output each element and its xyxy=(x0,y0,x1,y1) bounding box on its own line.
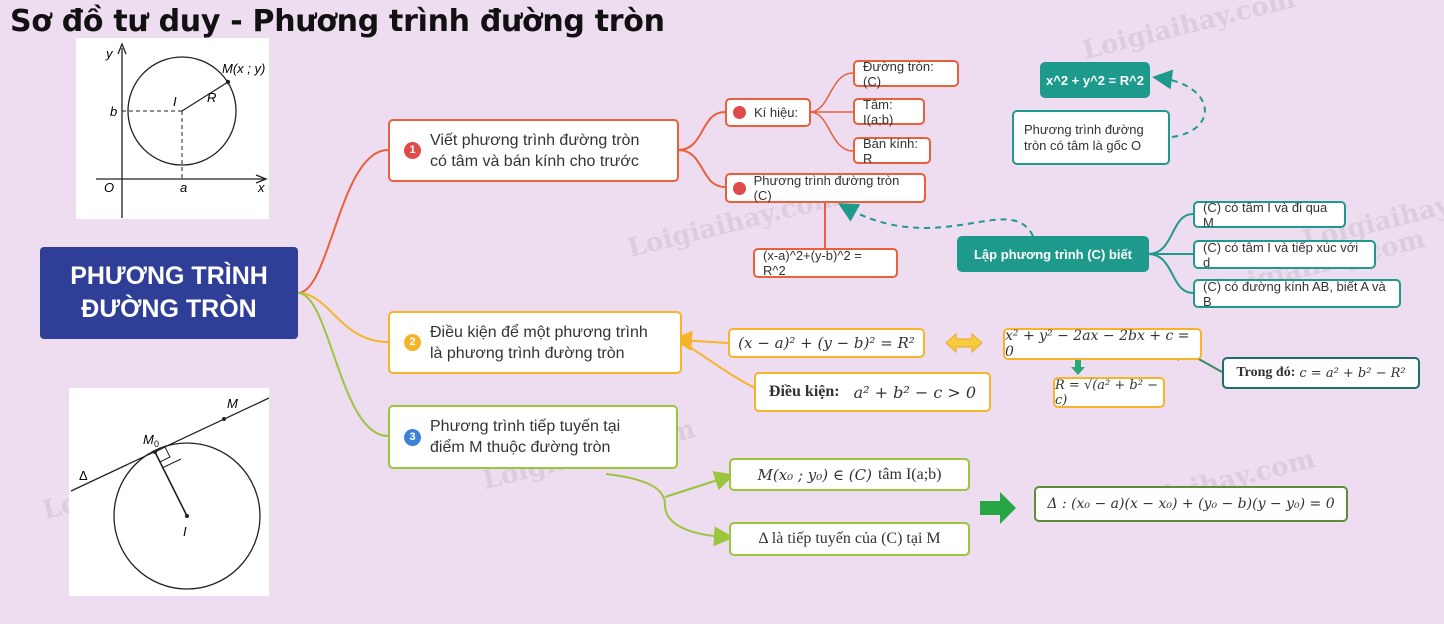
branch3-label-line2: điểm M thuộc đường tròn xyxy=(430,439,611,456)
label-m: M xyxy=(227,396,238,411)
branch3-label-line1: Phương trình tiếp tuyến tại xyxy=(430,418,621,435)
cond1-text: tâm I(a;b) xyxy=(877,465,942,483)
star-icon xyxy=(733,181,746,195)
cond1-box[interactable]: M(x₀ ; y₀) ∈ (C) tâm I(a;b) xyxy=(729,458,970,491)
kihieu-item[interactable]: Đường tròn: (C) xyxy=(853,59,959,89)
lap-node[interactable]: Lập phương trình (C) biết xyxy=(957,236,1149,272)
kihieu-item[interactable]: Bán kính: R xyxy=(853,136,931,166)
trongdo-label: Trong đó: xyxy=(1236,365,1296,380)
central-node[interactable]: PHƯƠNG TRÌNH ĐƯỜNG TRÒN xyxy=(40,247,298,339)
label-delta: Δ xyxy=(79,468,88,483)
pt-formula[interactable]: (x-a)^2+(y-b)^2 = R^2 xyxy=(753,248,898,278)
label-x: x xyxy=(257,180,265,195)
branch2-number: 2 xyxy=(404,334,421,351)
branch2-label-line2: là phương trình đường tròn xyxy=(430,344,625,362)
branch3-number: 3 xyxy=(404,428,421,446)
label-m0: M xyxy=(143,432,154,447)
dieukien-expr: a² + b² − c > 0 xyxy=(853,382,977,402)
branch2-node[interactable]: 2 Điều kiện để một phương trình là phương… xyxy=(388,311,682,374)
kihieu-label: Kí hiệu: xyxy=(754,105,799,120)
branch1-label-line1: Viết phương trình đường tròn xyxy=(430,131,640,149)
label-a: a xyxy=(180,180,187,195)
branch2-label-line1: Điều kiện để một phương trình xyxy=(430,323,648,341)
label-i: I xyxy=(183,524,187,539)
label-b: b xyxy=(110,104,117,119)
label-y: y xyxy=(105,46,114,61)
branch1-label-line2: có tâm và bán kính cho trước xyxy=(430,152,639,170)
pt-node[interactable]: Phương trình đường tròn (C) xyxy=(725,173,926,203)
page-title: Sơ đồ tư duy - Phương trình đường tròn xyxy=(10,4,665,39)
trongdo-box[interactable]: Trong đó: c = a² + b² − R² xyxy=(1222,357,1420,389)
eq2-box[interactable]: x² + y² − 2ax − 2bx + c = 0 xyxy=(1003,328,1202,360)
cond1-math: M(x₀ ; y₀) ∈ (C) xyxy=(757,465,872,484)
branch3-node[interactable]: 3 Phương trình tiếp tuyến tại điểm M thuộ… xyxy=(388,405,678,469)
r-formula-box[interactable]: R = √(a² + b² − c) xyxy=(1053,377,1165,408)
central-line1: PHƯƠNG TRÌNH xyxy=(70,262,268,290)
figure-coordinate-circle: y x O a b I R M(x ; y) xyxy=(76,38,269,219)
origin-formula[interactable]: x^2 + y^2 = R^2 xyxy=(1040,62,1150,98)
lap-item[interactable]: (C) có tâm I và đi qua M xyxy=(1193,200,1346,230)
label-i: I xyxy=(173,94,177,109)
label-m0-subscript: 0 xyxy=(154,439,159,449)
kihieu-node[interactable]: Kí hiệu: xyxy=(725,98,811,127)
branch1-number: 1 xyxy=(404,142,421,159)
result-box[interactable]: Δ : (x₀ − a)(x − x₀) + (y₀ − b)(y − y₀) … xyxy=(1034,486,1348,522)
lap-item[interactable]: (C) có đường kính AB, biết A và B xyxy=(1193,279,1401,309)
flag-icon xyxy=(733,106,746,119)
origin-label-line2: tròn có tâm là gốc O xyxy=(1024,137,1142,153)
origin-label-line1: Phương trình đường xyxy=(1024,121,1144,137)
central-line2: ĐƯỜNG TRÒN xyxy=(81,295,257,323)
lap-item[interactable]: (C) có tâm I và tiếp xúc với d xyxy=(1193,240,1376,270)
figure-tangent-circle: M M 0 Δ I xyxy=(69,388,269,596)
pt-label: Phương trình đường tròn (C) xyxy=(753,173,900,203)
kihieu-item[interactable]: Tâm: I(a;b) xyxy=(853,97,925,127)
trongdo-expr: c = a² + b² − R² xyxy=(1299,365,1406,381)
branch1-node[interactable]: 1 Viết phương trình đường tròn có tâm và … xyxy=(388,119,679,182)
eq1-box[interactable]: (x − a)² + (y − b)² = R² xyxy=(728,328,925,358)
label-m: M(x ; y) xyxy=(222,61,265,76)
dieukien-box[interactable]: Điều kiện: a² + b² − c > 0 xyxy=(754,372,991,412)
label-r: R xyxy=(207,90,216,105)
label-o: O xyxy=(104,180,114,195)
cond2-box[interactable]: Δ là tiếp tuyến của (C) tại M xyxy=(729,522,970,556)
dieukien-label: Điều kiện: xyxy=(768,383,840,400)
